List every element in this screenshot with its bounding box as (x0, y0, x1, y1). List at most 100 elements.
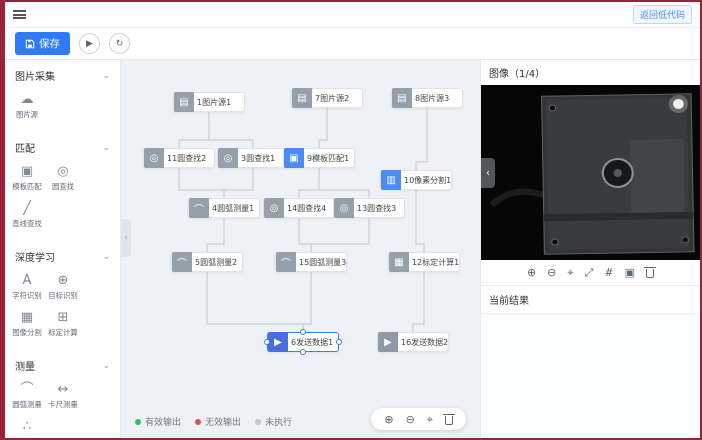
flow-node[interactable]: ▶6发送数据1 (264, 329, 342, 355)
sidebar-section-header[interactable]: 匹配 ⌄ (5, 134, 120, 161)
sidebar-section-header[interactable]: 测量 ⌄ (5, 352, 120, 379)
section-label: 深度学习 (15, 253, 55, 264)
flow-node[interactable]: ▥10像素分割1 (380, 170, 452, 190)
flow-node-layer: ▤1图片源1▤7图片源2▤8图片源3◎11圆查找2◎3圆查找1▣9模板匹配1▥1… (121, 60, 480, 438)
node-label: 3圆查找1 (241, 153, 276, 163)
flow-node[interactable]: ▤8图片源3 (391, 88, 463, 108)
flow-node[interactable]: ▶16发送数据2 (377, 332, 449, 352)
flow-node[interactable]: ◎3圆查找1 (217, 148, 289, 168)
legend-dot (195, 418, 202, 425)
target-detect-icon: ⊕ (57, 273, 69, 288)
segment-icon: ▦ (20, 310, 34, 325)
chevron-down-icon: ⌄ (102, 360, 110, 371)
sidebar-collapse-handle[interactable]: ‹ (121, 218, 131, 257)
status-legend: 有效输出 无效输出 未执行 (135, 415, 292, 428)
node-label: 12标定计算1 (412, 257, 460, 267)
zoom-in-icon[interactable]: ⊕ (526, 265, 537, 279)
sidebar-item[interactable]: ⊕目标识别 (45, 272, 81, 301)
legend-item: 无效输出 (195, 415, 241, 428)
fit-icon[interactable]: ▣ (624, 265, 636, 279)
flow-node[interactable]: ▤1图片源1 (173, 92, 245, 112)
node-label: 4圆弧测量1 (212, 203, 255, 213)
sidebar-item-label: 卡尺测量 (48, 400, 78, 409)
send-node-icon: ▶ (268, 332, 288, 352)
sidebar-item[interactable]: ⊞标定计算 (45, 309, 81, 338)
zoom-in-icon[interactable]: ⊕ (384, 412, 394, 426)
legend-label: 无效输出 (205, 418, 242, 428)
grid-icon[interactable]: # (604, 265, 614, 279)
sidebar-item[interactable]: ↔卡尺测量 (45, 381, 81, 410)
canvas-zoom-toolbar: ⊕ ⊖ ⌖ (371, 408, 466, 430)
result-panel-title: 当前结果 (489, 296, 529, 307)
line-find-icon: ╱ (23, 201, 31, 216)
flow-node[interactable]: ⌒4圆弧测量1 (188, 198, 260, 218)
template-match-icon: ▣ (20, 164, 34, 179)
locate-icon[interactable]: ⌖ (567, 265, 574, 279)
action-toolbar: 保存 ▶ ↻ (5, 28, 700, 60)
save-button[interactable]: 保存 (15, 32, 70, 55)
flow-node[interactable]: ⌒5圆弧测量2 (171, 252, 243, 272)
flow-node[interactable]: ▣9模板匹配1 (283, 148, 355, 168)
node-label: 14圆查找4 (287, 203, 327, 213)
chevron-down-icon: ⌄ (102, 142, 110, 153)
fullscreen-icon[interactable]: ⤢ (584, 265, 594, 279)
sidebar-item[interactable]: ∴点点测量 (9, 418, 45, 438)
zoom-out-icon[interactable]: ⊖ (405, 412, 415, 426)
sidebar-item[interactable]: ▣ 模板匹配 (9, 163, 45, 192)
image-panel-title: 图像（1/4） (489, 69, 546, 80)
flow-canvas[interactable]: ▤1图片源1▤7图片源2▤8图片源3◎11圆查找2◎3圆查找1▣9模板匹配1▥1… (121, 60, 480, 438)
prev-image-button[interactable]: ‹ (481, 157, 495, 188)
selection-handle[interactable] (300, 329, 306, 335)
sidebar-item-label: 字符识别 (12, 291, 42, 300)
delete-icon[interactable] (644, 266, 657, 278)
flow-node[interactable]: ◎14圆查找4 (263, 198, 335, 218)
arc-node-icon: ⌒ (276, 252, 296, 272)
chevron-down-icon: ⌄ (102, 70, 110, 81)
top-bar: 返回低代码 (5, 2, 700, 28)
node-label: 1图片源1 (197, 97, 232, 107)
run-once-button[interactable]: ▶ (79, 33, 100, 54)
selection-handle[interactable] (300, 349, 306, 355)
sidebar-item[interactable]: ◎圆查找 (45, 163, 81, 192)
section-label: 匹配 (15, 144, 35, 155)
locate-icon[interactable]: ⌖ (426, 412, 433, 426)
legend-item: 有效输出 (135, 415, 181, 428)
arc-node-icon: ⌒ (189, 198, 209, 218)
legend-label: 未执行 (265, 418, 293, 428)
save-icon (25, 39, 35, 48)
sidebar-item[interactable]: ╱直线查找 (9, 200, 45, 229)
legend-item: 未执行 (255, 415, 292, 428)
sidebar-item-label: 模板匹配 (12, 182, 42, 191)
image-viewer[interactable]: ‹ (481, 85, 700, 260)
zoom-out-icon[interactable]: ⊖ (547, 265, 557, 279)
circle-find-node-icon: ◎ (264, 198, 284, 218)
selection-handle[interactable] (336, 339, 342, 345)
sidebar-item[interactable]: ▦图像分割 (9, 309, 45, 338)
sidebar-item[interactable]: ⌒圆弧测量 (9, 381, 45, 410)
flow-node[interactable]: ◎13圆查找3 (333, 198, 405, 218)
selection-handle[interactable] (264, 339, 270, 345)
node-label: 13圆查找3 (357, 203, 397, 213)
image-node-icon: ▤ (174, 92, 194, 112)
flow-node[interactable]: ⌒15圆弧测量3 (275, 252, 347, 272)
menu-icon[interactable] (13, 10, 26, 19)
flow-node[interactable]: ◎11圆查找2 (143, 148, 215, 168)
sidebar-section-header[interactable]: 深度学习⌄ (5, 243, 120, 270)
circle-find-node-icon: ◎ (334, 198, 354, 218)
loop-icon: ↻ (115, 38, 124, 48)
image-node-icon: ▤ (392, 88, 412, 108)
back-to-lowcode-button[interactable]: 返回低代码 (632, 5, 692, 24)
flow-node[interactable]: ▤7图片源2 (291, 88, 363, 108)
section-label: 测量 (15, 362, 35, 373)
flow-node[interactable]: ▦12标定计算1 (388, 252, 460, 272)
sidebar-item-label: 标定计算 (48, 328, 78, 337)
legend-dot (135, 418, 141, 425)
pixel-node-icon: ▥ (381, 170, 401, 190)
run-loop-button[interactable]: ↻ (109, 33, 130, 54)
sidebar-section-header[interactable]: 图片采集⌄ (5, 62, 120, 89)
sidebar-item[interactable]: ☁图片源 (9, 91, 45, 120)
delete-icon[interactable] (443, 413, 455, 425)
